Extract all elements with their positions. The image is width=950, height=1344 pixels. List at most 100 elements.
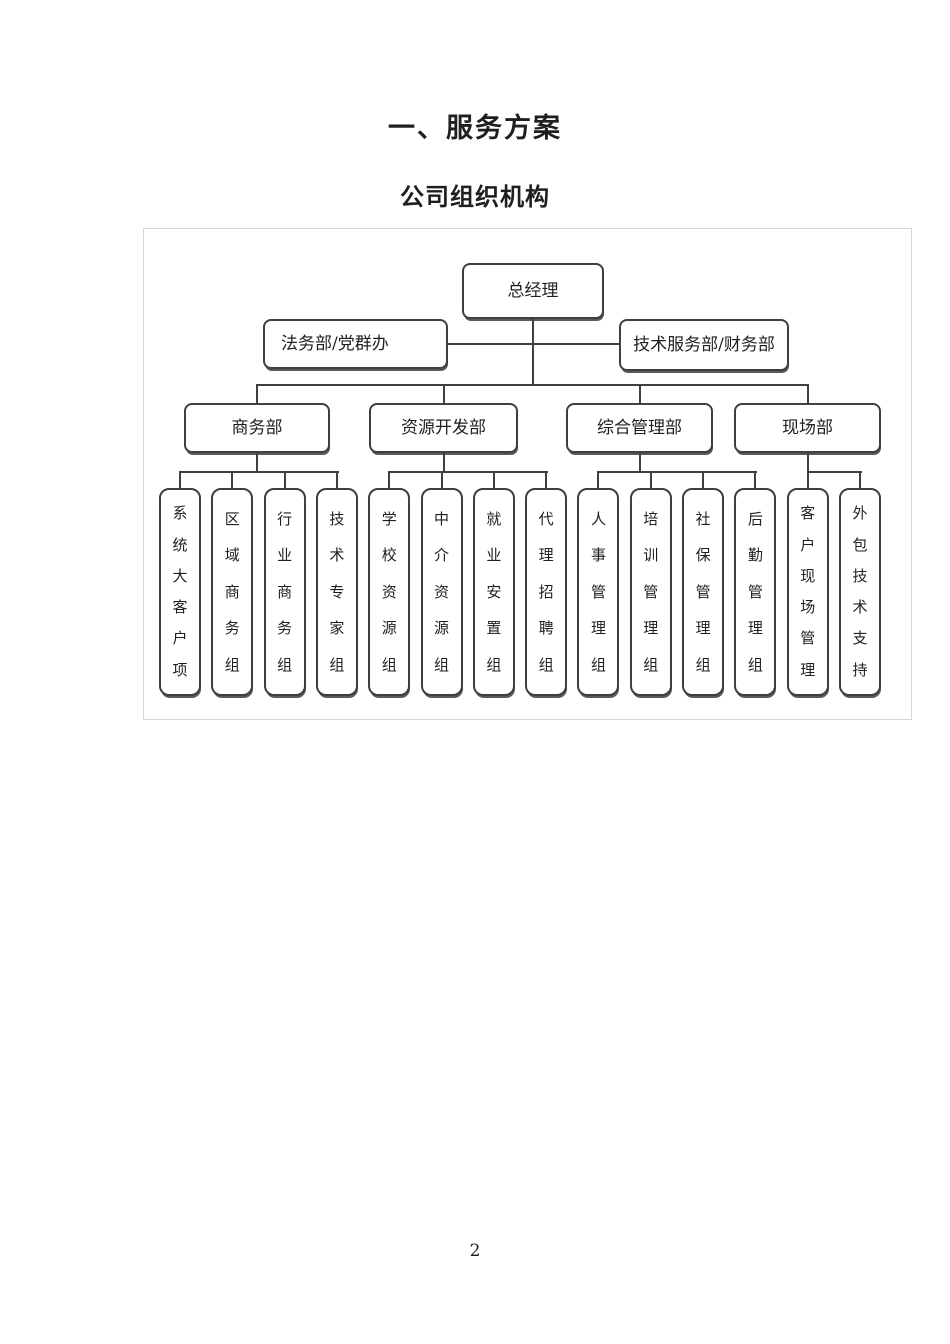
connector-line [638, 453, 641, 471]
team-box-char: 客 [800, 504, 816, 523]
dept-box: 商务部 [184, 403, 330, 453]
team-box-char: 项 [172, 660, 188, 679]
team-box-char: 包 [852, 535, 868, 554]
team-box-char: 组 [434, 655, 450, 674]
team-box-char: 技 [852, 566, 868, 585]
team-box: 客户现场管理 [786, 488, 829, 696]
team-box: 培训管理组 [629, 488, 672, 696]
connector-line [440, 471, 443, 488]
connector-line [859, 471, 862, 488]
team-box-char: 组 [381, 655, 397, 674]
org-chart-canvas: 总经理 法务部/党群办 技术服务部/财务部 商务部系统大客户项区域商务组行业商务… [144, 229, 911, 719]
org-box-staff-left: 法务部/党群办 [263, 319, 448, 369]
connector-line [638, 384, 641, 403]
team-box-char: 组 [695, 655, 711, 674]
team-box-char: 术 [852, 598, 868, 617]
connector-line [545, 471, 548, 488]
team-box-char: 业 [277, 546, 293, 564]
page-title: 一、服务方案 [388, 113, 562, 144]
team-box-char: 人 [590, 509, 606, 528]
team-box-char: 商 [277, 582, 293, 601]
team-box-char: 大 [172, 566, 188, 585]
team-box-char: 培 [643, 509, 659, 528]
team-box-char: 组 [277, 655, 293, 674]
team-box-char: 中 [434, 509, 450, 528]
team-box-char: 支 [852, 629, 868, 648]
team-box: 就业安置组 [472, 488, 515, 696]
team-box-char: 资 [381, 582, 397, 601]
team-box-char: 组 [486, 655, 502, 674]
team-box-char: 理 [590, 619, 606, 637]
team-box-char: 区 [224, 509, 240, 528]
connector-line [335, 471, 338, 488]
team-box-char: 理 [800, 660, 816, 679]
connector-line [807, 471, 863, 473]
team-box-char: 现 [800, 566, 816, 585]
team-box-char: 组 [643, 655, 659, 674]
team-box: 学校资源组 [368, 488, 411, 696]
team-box-char: 专 [329, 582, 345, 601]
team-box-char: 就 [486, 509, 502, 528]
team-box-char: 组 [538, 655, 554, 674]
team-box-char: 后 [747, 509, 763, 528]
team-box-char: 客 [172, 598, 188, 617]
team-box: 中介资源组 [420, 488, 463, 696]
org-box-root: 总经理 [462, 263, 604, 319]
team-box: 人事管理组 [577, 488, 620, 696]
team-box-char: 理 [747, 619, 763, 637]
team-box-char: 业 [486, 546, 502, 564]
team-box-char: 务 [224, 619, 240, 637]
connector-line [448, 343, 619, 345]
connector-line [442, 453, 445, 471]
team-box-char: 训 [643, 546, 659, 564]
team-box: 代理招聘组 [525, 488, 568, 696]
page-number: 2 [469, 1241, 481, 1261]
team-box: 外包技术支持 [839, 488, 882, 696]
team-box-char: 学 [381, 509, 397, 528]
team-box-char: 代 [538, 509, 554, 528]
connector-line [231, 471, 234, 488]
connector-line [442, 384, 445, 403]
connector-line [283, 471, 286, 488]
team-box-char: 组 [329, 655, 345, 674]
team-box-char: 家 [329, 619, 345, 637]
team-box-char: 组 [590, 655, 606, 674]
chart-title: 公司组织机构 [400, 182, 550, 211]
team-box-char: 户 [172, 629, 188, 648]
team-box-char: 术 [329, 546, 345, 564]
team-box-char: 社 [695, 509, 711, 528]
team-box-char: 理 [538, 546, 554, 564]
team-box-char: 聘 [538, 619, 554, 637]
team-box: 行业商务组 [263, 488, 306, 696]
team-box-char: 源 [434, 619, 450, 637]
team-box-char: 组 [224, 655, 240, 674]
team-box-char: 理 [643, 619, 659, 637]
connector-line [702, 471, 705, 488]
org-chart-frame: 总经理 法务部/党群办 技术服务部/财务部 商务部系统大客户项区域商务组行业商务… [143, 228, 912, 720]
team-box-char: 管 [695, 582, 711, 601]
connector-line [256, 384, 258, 403]
team-box-char: 招 [538, 582, 554, 601]
team-box-char: 勤 [747, 546, 763, 564]
team-box-char: 务 [277, 619, 293, 637]
team-box: 后勤管理组 [734, 488, 777, 696]
connector-line [389, 471, 549, 473]
team-box-char: 统 [172, 535, 188, 554]
team-box: 技术专家组 [315, 488, 358, 696]
connector-line [806, 384, 809, 403]
connector-line [256, 384, 808, 386]
connector-line [256, 453, 258, 471]
team-box-char: 组 [747, 655, 763, 674]
team-box-char: 技 [329, 509, 345, 528]
team-box-char: 资 [434, 582, 450, 601]
team-box-char: 介 [434, 546, 450, 564]
team-box-char: 户 [800, 535, 816, 554]
team-box-char: 域 [224, 546, 240, 564]
team-box: 社保管理组 [682, 488, 725, 696]
team-box-char: 管 [643, 582, 659, 601]
connector-line [597, 471, 600, 488]
team-box: 系统大客户项 [159, 488, 201, 696]
team-box-char: 持 [852, 660, 868, 679]
team-box-char: 校 [381, 546, 397, 564]
